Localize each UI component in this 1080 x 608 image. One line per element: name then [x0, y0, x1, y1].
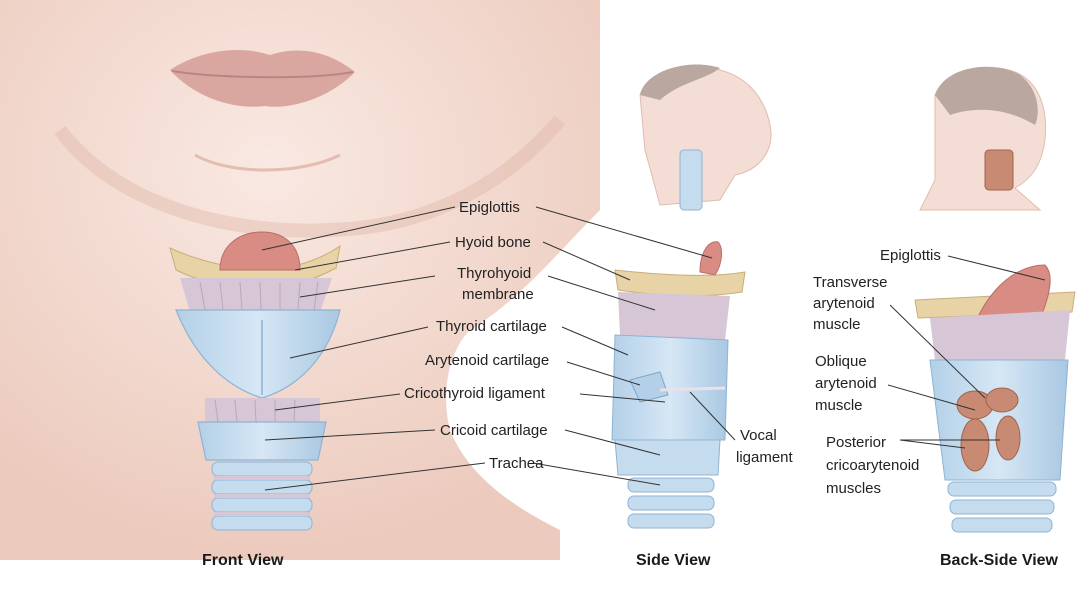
label-trachea: Trachea: [489, 455, 544, 472]
label-cricothyroid-ligament: Cricothyroid ligament: [404, 385, 546, 402]
back-trachea: [947, 481, 1057, 533]
side-thyroid-cartilage: [611, 334, 729, 441]
front-view: [0, 0, 600, 560]
side-epiglottis: [699, 241, 723, 276]
side-arytenoid: [629, 371, 669, 403]
front-membrane: [180, 278, 332, 312]
front-cricothyroid-ligament: [205, 398, 320, 424]
label-thyroid-cartilage: Thyroid cartilage: [436, 318, 547, 335]
front-trachea: [211, 461, 313, 531]
side-cricoid-cartilage: [614, 439, 721, 476]
label-vocal-ligament-1: Vocal: [740, 427, 777, 444]
label-transverse-arytenoid-1: Transverse: [813, 274, 887, 291]
label-oblique-arytenoid-1: Oblique: [815, 353, 867, 370]
label-cricoid-cartilage: Cricoid cartilage: [440, 422, 548, 439]
side-view: [611, 64, 772, 529]
label-vocal-ligament-2: ligament: [736, 449, 794, 466]
label-epiglottis: Epiglottis: [459, 199, 520, 216]
front-epiglottis: [219, 231, 301, 271]
caption-front-view: Front View: [202, 552, 284, 569]
leader-lines: [261, 206, 1046, 491]
captions: Front View Side View Back-Side View: [202, 552, 1059, 569]
front-thyroid-cartilage: [175, 309, 341, 399]
side-membrane: [618, 292, 730, 340]
jaw-shadow: [54, 115, 566, 238]
label-posterior-cricoarytenoid-3: muscles: [826, 480, 881, 497]
front-cricoid-cartilage: [197, 421, 327, 461]
label-thyrohyoid-membrane-2: membrane: [462, 286, 534, 303]
label-transverse-arytenoid-3: muscle: [813, 316, 861, 333]
caption-side-view: Side View: [636, 552, 711, 569]
caption-back-side-view: Back-Side View: [940, 552, 1059, 569]
label-arytenoid-cartilage: Arytenoid cartilage: [425, 352, 549, 369]
side-hyoid: [614, 269, 746, 297]
back-cartilage: [929, 359, 1069, 481]
side-trachea: [627, 477, 715, 529]
label-oblique-arytenoid-3: muscle: [815, 397, 863, 414]
back-head-thumbnail: [919, 66, 1047, 211]
label-thyrohyoid-membrane-1: Thyrohyoid: [457, 265, 531, 282]
label-posterior-cricoarytenoid-2: cricoarytenoid: [826, 457, 919, 474]
lips: [170, 50, 355, 107]
label-transverse-arytenoid-2: arytenoid: [813, 295, 875, 312]
label-epiglottis-back: Epiglottis: [880, 247, 941, 264]
label-oblique-arytenoid-2: arytenoid: [815, 375, 877, 392]
label-posterior-cricoarytenoid-1: Posterior: [826, 434, 886, 451]
label-hyoid-bone: Hyoid bone: [455, 234, 531, 251]
side-head-thumbnail: [639, 64, 772, 211]
back-membrane: [930, 310, 1070, 360]
labels: Epiglottis Hyoid bone Thyrohyoid membran…: [404, 199, 941, 497]
back-muscles: [956, 387, 1021, 472]
back-side-view: [914, 66, 1076, 533]
